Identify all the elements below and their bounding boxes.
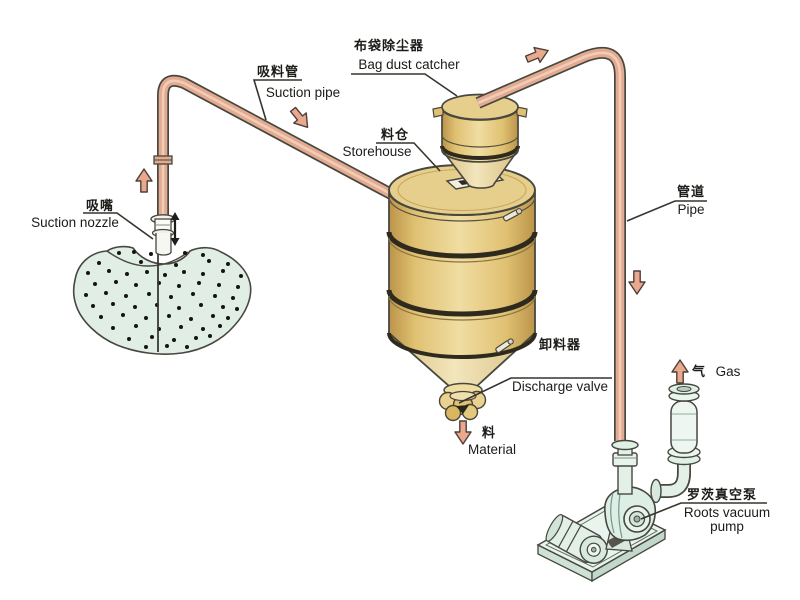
discharge-valve-label-en: Discharge valve <box>512 379 608 394</box>
discharge-valve-label-cn: 卸料器 <box>539 337 581 352</box>
pipe-label-en: Pipe <box>677 202 704 217</box>
suction-nozzle-leader <box>83 212 154 240</box>
dust-catcher-band <box>440 145 520 160</box>
storehouse-pin-cone <box>495 338 514 354</box>
suction-pipe-label-en: Suction pipe <box>266 85 340 100</box>
dust-catcher-handle-left <box>432 106 444 118</box>
pump-assembly <box>536 383 701 583</box>
storehouse-leader <box>376 142 441 172</box>
dust-catcher-cone <box>441 147 519 189</box>
labels: 吸嘴 Suction nozzle 吸料管 Suction pipe 布袋除尘器… <box>31 38 770 534</box>
flow-arrow-down-icon <box>628 270 646 295</box>
discharge-valve <box>438 382 487 422</box>
suction-nozzle-label-cn: 吸嘴 <box>86 198 114 213</box>
silencer <box>667 383 701 466</box>
flow-arrow-up-right-icon <box>523 42 552 68</box>
pile-crater <box>106 250 189 267</box>
dust-catcher-handle-right <box>516 106 528 118</box>
material-pile <box>72 245 252 355</box>
pump-inlet-stack <box>611 439 639 495</box>
gas-arrow-up-icon <box>671 359 689 384</box>
roots-pump-label-cn: 罗茨真空泵 <box>687 487 757 502</box>
pipe-leader <box>626 200 707 222</box>
storehouse <box>386 164 538 392</box>
storehouse-label-en: Storehouse <box>342 144 411 159</box>
gas-label-en: Gas <box>716 364 741 379</box>
gas-label-cn: 气 <box>692 364 706 379</box>
roots-pump-leader <box>640 502 767 520</box>
pump-outlet-elbow <box>650 462 691 504</box>
vacuum-pipe <box>475 46 626 441</box>
nozzle-adjust-arrow-icon <box>170 212 180 246</box>
suction-nozzle-label-en: Suction nozzle <box>31 215 119 230</box>
pile-dots <box>84 250 243 349</box>
roots-pump <box>603 486 657 542</box>
material-label-cn: 料 <box>482 425 496 440</box>
storehouse-band-upper <box>386 231 538 259</box>
material-label-en: Material <box>468 442 516 457</box>
suction-pipe <box>153 74 409 220</box>
storehouse-label-cn: 料仓 <box>381 127 409 142</box>
bag-dust-catcher-leader <box>351 73 458 97</box>
suction-pipe-label-cn: 吸料管 <box>257 64 299 79</box>
flow-arrow-diagonal-icon <box>286 103 315 134</box>
flow-arrow-up-icon <box>135 168 153 193</box>
pipe-label-cn: 管道 <box>677 184 705 199</box>
roots-pump-label-en1: Roots vacuum <box>684 505 770 520</box>
pipe-joint <box>153 155 173 165</box>
bag-dust-catcher-label-en: Bag dust catcher <box>358 57 460 72</box>
material-arrow-down-icon <box>454 420 472 445</box>
discharge-valve-leader <box>458 377 612 404</box>
bag-dust-catcher-label-cn: 布袋除尘器 <box>354 38 424 53</box>
suction-pipe-leader <box>252 79 302 121</box>
pump-motor <box>545 514 608 564</box>
roots-pump-label-en2: pump <box>710 519 744 534</box>
suction-nozzle <box>150 212 180 256</box>
storehouse-pin-upper <box>502 208 523 222</box>
storehouse-band-lower <box>386 289 538 317</box>
